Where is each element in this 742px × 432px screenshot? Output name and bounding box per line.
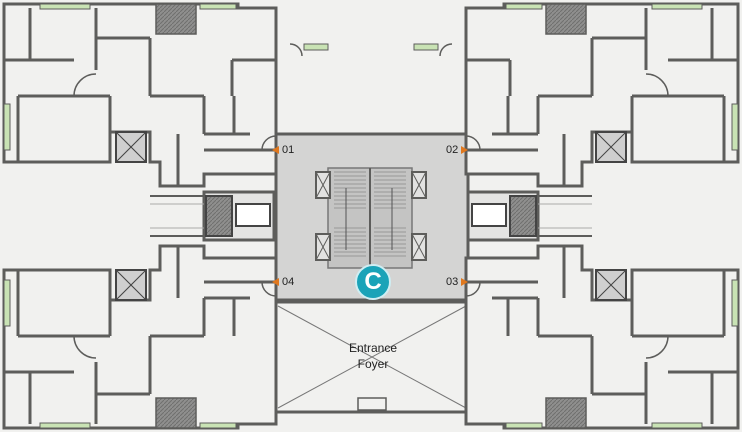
apartment-03 [464, 244, 740, 430]
unit-04-label: 04 [282, 276, 295, 288]
entrance-foyer-label: Entrance Foyer [328, 340, 418, 372]
central-core [274, 132, 470, 302]
foyer-label-line1: Entrance [348, 341, 398, 355]
apartment-04 [2, 244, 278, 430]
lift-lobby-right [466, 190, 540, 242]
apartment-01 [2, 2, 278, 188]
unit-02-label: 02 [446, 144, 459, 156]
arrow-left-icon [272, 146, 279, 154]
foyer-label-line2: Foyer [357, 357, 389, 371]
core-badge: C [355, 264, 391, 300]
unit-04-tag: 04 [272, 276, 294, 288]
unit-02-tag: 02 [446, 144, 469, 156]
apartment-02 [464, 2, 740, 188]
arrow-right-icon [461, 278, 469, 286]
door-swings [73, 43, 669, 359]
lift-lobby-left [202, 190, 276, 242]
arrow-left-icon [272, 278, 279, 286]
unit-03-tag: 03 [446, 276, 469, 288]
unit-03-label: 03 [446, 276, 459, 288]
unit-01-tag: 01 [272, 144, 294, 156]
arrow-right-icon [461, 146, 469, 154]
unit-01-label: 01 [282, 144, 295, 156]
entrance-foyer [272, 300, 472, 414]
